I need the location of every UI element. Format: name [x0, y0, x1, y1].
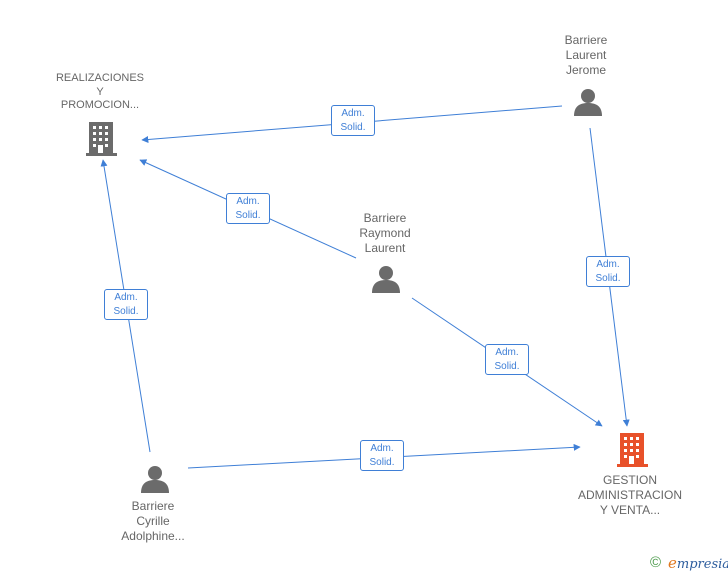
company-label-realizaciones[interactable]: REALIZACIONES Y PROMOCION... [55, 72, 145, 111]
person-label-raymond-laurent[interactable]: Barriere Raymond Laurent [359, 211, 411, 255]
person-icon[interactable] [372, 266, 400, 293]
building-icon[interactable] [617, 433, 648, 467]
person-label-laurent-jerome[interactable]: Barriere Laurent Jerome [564, 33, 608, 77]
person-icon[interactable] [141, 466, 169, 493]
edge-label-badge[interactable]: Adm. Solid. [226, 193, 270, 224]
edge-label-badge[interactable]: Adm. Solid. [586, 256, 630, 287]
empresia-logo[interactable]: empresia [668, 554, 728, 572]
person-label-cyrille-adolphine[interactable]: Barriere Cyrille Adolphine... [121, 499, 185, 543]
company-label-gestion[interactable]: GESTION ADMINISTRACION Y VENTA... [577, 473, 682, 517]
copyright-icon: © [650, 554, 662, 571]
edge-label-badge[interactable]: Adm. Solid. [331, 105, 375, 136]
edge-label-badge[interactable]: Adm. Solid. [485, 344, 529, 375]
person-icon[interactable] [574, 89, 602, 116]
building-icon[interactable] [86, 122, 117, 156]
edge-label-badge[interactable]: Adm. Solid. [104, 289, 148, 320]
footer-branding: © empresia [650, 554, 728, 572]
edge-label-badge[interactable]: Adm. Solid. [360, 440, 404, 471]
